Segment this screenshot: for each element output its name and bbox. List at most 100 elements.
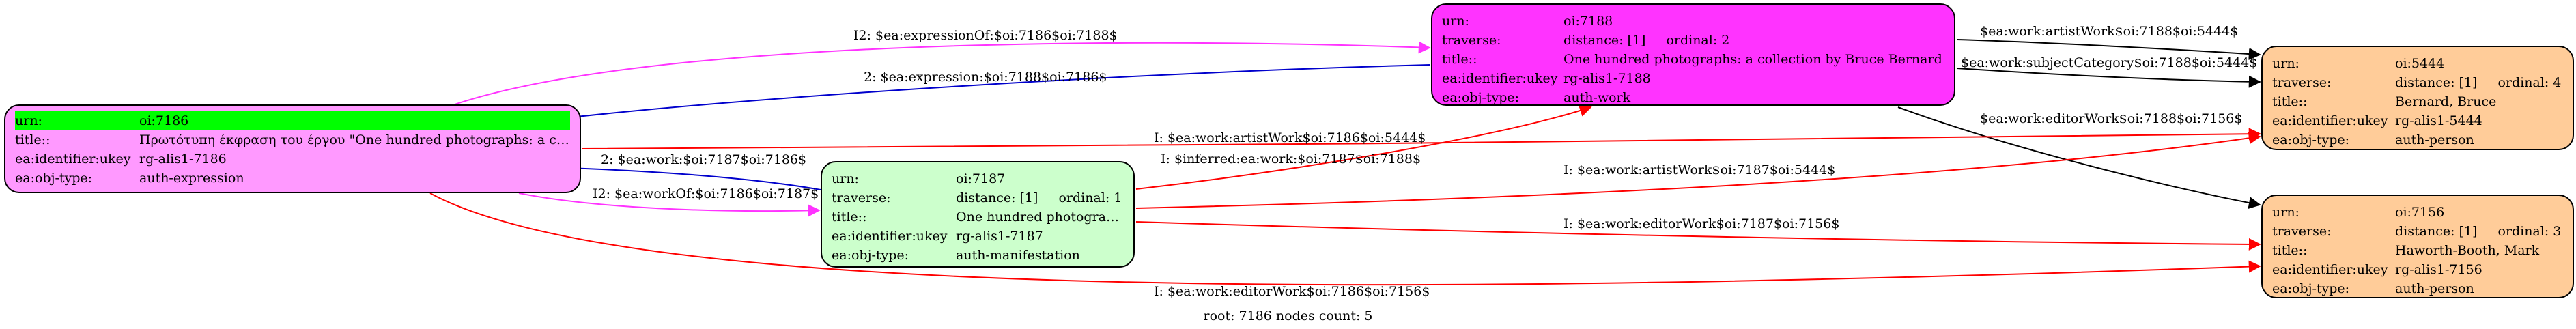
title-value: Haworth-Booth, Mark [2395,243,2540,258]
urn-value: oi:7156 [2395,205,2445,220]
node-ukey-row: ea:identifier:ukey rg-alis1-7186 [15,149,570,169]
ordinal-value: ordinal: 1 [1058,190,1122,205]
edge-subjectcategory-7188-5444 [1956,68,2261,88]
traverse-key: traverse: [2272,224,2332,239]
type-key: ea:obj-type: [15,171,93,186]
ukey-value: rg-alis1-7186 [139,152,227,167]
type-value: auth-person [2395,132,2474,147]
node-type-row: ea:obj-type: auth-expression [15,169,570,188]
node-title-row: title:: Πρωτότυπη έκφραση του έργου "One… [15,130,570,149]
node-ukey-row: ea:identifier:ukey rg-alis1-7156 [2272,260,2563,279]
urn-key: urn: [2272,205,2299,220]
ukey-value: rg-alis1-7188 [1563,71,1651,86]
node-title-row: title:: One hundred photographs [832,208,1124,227]
edge-label: I: $ea:work:artistWork$oi:7187$oi:5444$ [1563,162,1835,177]
type-key: ea:obj-type: [2272,132,2350,147]
node-title-row: title:: Haworth-Booth, Mark [2272,241,2563,260]
distance-value: distance: [1] [2395,75,2478,90]
node-traverse-row: traverse: distance: [1] ordinal: 3 [2272,222,2563,241]
urn-value: oi:7187 [956,171,1006,186]
edge-label: I2: $ea:workOf:$oi:7186$oi:7187$ [593,186,819,201]
edge-label: $ea:work:editorWork$oi:7188$oi:7156$ [1980,111,2242,126]
node-ukey-row: ea:identifier:ukey rg-alis1-7188 [1442,69,1944,88]
type-value: auth-person [2395,281,2474,296]
edge-expression-7188-7186 [533,64,1430,127]
type-key: ea:obj-type: [2272,281,2350,296]
edge-label: I2: $ea:expressionOf:$oi:7186$oi:7188$ [853,28,1118,43]
node-urn-row: urn: oi:7186 [15,111,570,130]
title-key: title:: [832,210,867,225]
edge-editorwork-7188-7156 [1897,106,2261,209]
node-oi-7186[interactable]: urn: oi:7186 title:: Πρωτότυπη έκφραση τ… [4,104,581,193]
edge-label: $ea:work:artistWork$oi:7188$oi:5444$ [1980,24,2238,39]
edge-editorwork-7186-7156 [429,192,2261,286]
edge-label: 2: $ea:work:$oi:7187$oi:7186$ [601,152,806,167]
edge-label: I: $ea:work:artistWork$oi:7186$oi:5444$ [1154,130,1426,145]
title-value: One hundred photographs [956,210,1124,225]
ukey-key: ea:identifier:ukey [2272,113,2388,128]
node-type-row: ea:obj-type: auth-person [2272,130,2563,149]
title-value: Πρωτότυπη έκφραση του έργου "One hundred… [139,132,570,147]
node-oi-5444[interactable]: urn: oi:5444 traverse: distance: [1] ordi… [2261,46,2574,150]
type-key: ea:obj-type: [1442,90,1520,105]
title-key: title:: [2272,243,2308,258]
traverse-key: traverse: [832,190,891,205]
urn-value: oi:7188 [1563,14,1613,29]
ukey-value: rg-alis1-5444 [2395,113,2482,128]
urn-key: urn: [1442,14,1469,29]
edge-editorwork-7187-7156 [1135,221,2261,251]
node-oi-7188[interactable]: urn: oi:7188 traverse: distance: [1] ordi… [1431,3,1955,106]
node-urn-row: urn: oi:7156 [2272,203,2563,222]
edge-label: $ea:work:subjectCategory$oi:7188$oi:5444… [1961,55,2257,70]
node-urn-row: urn: oi:7188 [1442,12,1944,31]
node-ukey-row: ea:identifier:ukey rg-alis1-7187 [832,227,1124,246]
ukey-key: ea:identifier:ukey [832,229,948,244]
edge-label: I: $ea:work:editorWork$oi:7187$oi:7156$ [1563,216,1839,231]
node-urn-row: urn: oi:5444 [2272,54,2563,73]
distance-value: distance: [1] [2395,224,2478,239]
edge-expressionof-7186-7188 [450,41,1431,106]
ukey-key: ea:identifier:ukey [2272,262,2388,277]
title-key: title:: [15,132,51,147]
edge-inferred-work-7187-7188 [1135,104,1592,190]
title-key: title:: [1442,52,1477,67]
ordinal-value: ordinal: 4 [2497,75,2562,90]
node-title-row: title:: Bernard, Bruce [2272,92,2563,111]
distance-value: distance: [1] [1563,33,1646,48]
title-value: One hundred photographs: a collection by… [1563,52,1942,67]
ukey-key: ea:identifier:ukey [15,152,131,167]
node-traverse-row: traverse: distance: [1]ordinal: 1 [832,188,1124,208]
node-oi-7156[interactable]: urn: oi:7156 traverse: distance: [1] ordi… [2261,195,2574,298]
graph-footer: root: 7186 nodes count: 5 [1203,309,1373,324]
type-value: auth-work [1563,90,1631,105]
node-urn-row: urn: oi:7187 [832,169,1124,188]
edge-label: I: $ea:work:editorWork$oi:7186$oi:7156$ [1154,284,1430,299]
urn-value: oi:5444 [2395,56,2445,71]
node-type-row: ea:obj-type: auth-person [2272,279,2563,298]
urn-key: urn: [832,171,859,186]
node-ukey-row: ea:identifier:ukey rg-alis1-5444 [2272,111,2563,130]
edge-artistwork-7187-5444 [1135,132,2261,209]
node-traverse-row: traverse: distance: [1] ordinal: 4 [2272,73,2563,92]
urn-value: oi:7186 [139,113,189,128]
urn-key: urn: [15,113,42,128]
edge-label: 2: $ea:expression:$oi:7188$oi:7186$ [864,70,1107,85]
edge-work-7187-7186 [565,162,821,190]
title-value: Bernard, Bruce [2395,94,2497,109]
edge-artistwork-7188-5444 [1956,39,2261,60]
edge-workof-7186-7187 [518,192,821,217]
ukey-value: rg-alis1-7156 [2395,262,2482,277]
node-title-row: title:: One hundred photographs: a colle… [1442,50,1944,69]
title-key: title:: [2272,94,2308,109]
ordinal-value: ordinal: 2 [1666,33,1730,48]
type-key: ea:obj-type: [832,248,909,263]
node-oi-7187[interactable]: urn: oi:7187 traverse: distance: [1]ordi… [821,161,1135,268]
node-type-row: ea:obj-type: auth-work [1442,88,1944,107]
type-value: auth-manifestation [956,248,1080,263]
traverse-key: traverse: [2272,75,2332,90]
edge-label: I: $inferred:ea:work:$oi:7187$oi:7188$ [1161,152,1421,167]
type-value: auth-expression [139,171,244,186]
ordinal-value: ordinal: 3 [2497,224,2562,239]
traverse-key: traverse: [1442,33,1501,48]
ukey-value: rg-alis1-7187 [956,229,1043,244]
